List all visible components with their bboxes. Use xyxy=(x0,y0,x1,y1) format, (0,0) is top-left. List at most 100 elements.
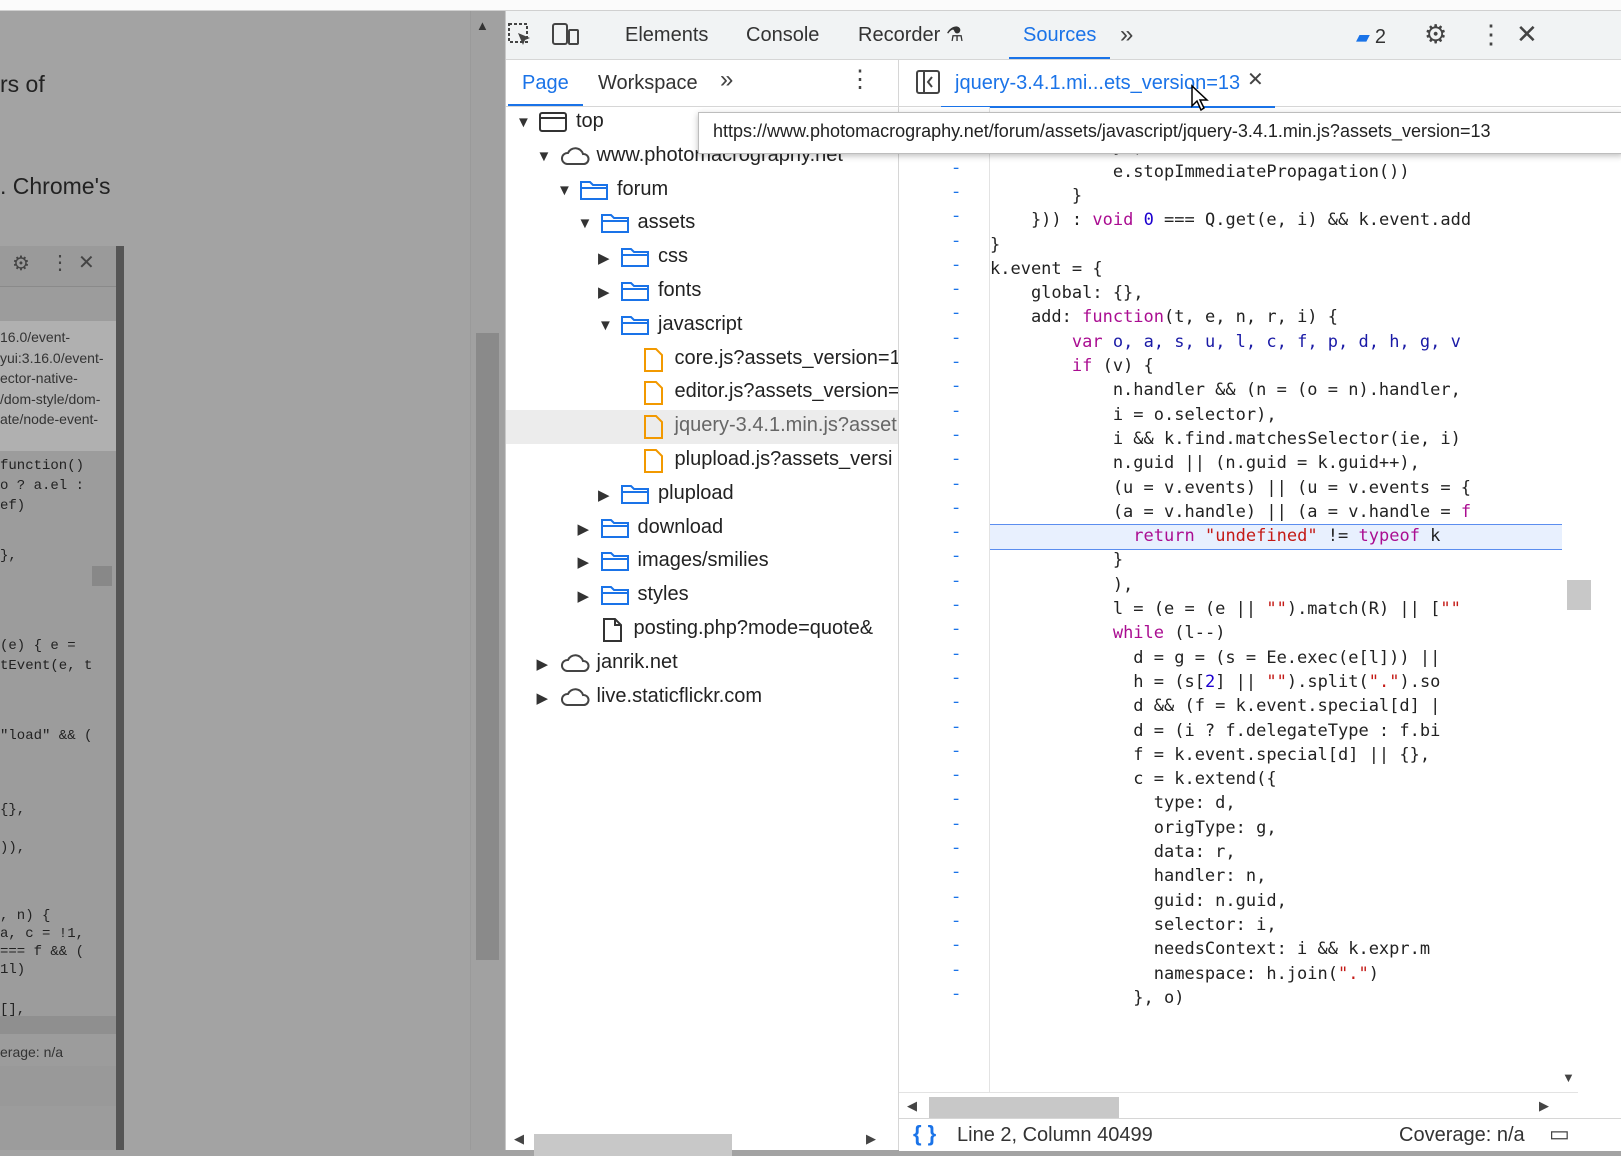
tree-item[interactable]: posting.php?mode=quote& xyxy=(506,613,898,647)
code-line[interactable]: selector: i, xyxy=(990,914,1277,935)
line-number-dash[interactable]: - xyxy=(951,742,962,762)
code-line[interactable]: d = g = (s = Ee.exec(e[l])) || xyxy=(990,647,1441,668)
device-toolbar-icon[interactable] xyxy=(550,21,580,54)
coverage-status[interactable]: Coverage: n/a xyxy=(1399,1124,1525,1146)
issues-badge[interactable]: ▰ 2 xyxy=(1356,27,1386,47)
code-line[interactable]: global: {}, xyxy=(990,283,1144,304)
close-tab-icon[interactable]: ✕ xyxy=(1247,69,1264,91)
line-number-dash[interactable]: - xyxy=(951,426,962,446)
tree-item[interactable]: plupload.js?assets_versi xyxy=(506,444,898,478)
code-line[interactable]: add: function(t, e, n, r, i) { xyxy=(990,307,1339,328)
code-line[interactable]: }, o) xyxy=(990,987,1185,1008)
mini-scroll-thumb[interactable] xyxy=(92,566,112,586)
tree-item[interactable]: editor.js?assets_version= xyxy=(506,376,898,410)
mini-devtools-divider[interactable] xyxy=(116,246,124,1150)
line-number-dash[interactable]: - xyxy=(951,524,962,544)
code-line[interactable]: } xyxy=(990,550,1124,571)
line-number-dash[interactable]: - xyxy=(951,767,962,787)
tab-elements[interactable]: Elements xyxy=(625,24,709,46)
collapsed-triangle-icon[interactable]: ▶ xyxy=(577,554,590,572)
code-line[interactable]: guid: n.guid, xyxy=(990,890,1287,911)
code-line[interactable]: d = (i ? f.delegateType : f.bi xyxy=(990,720,1441,741)
expanded-triangle-icon[interactable]: ▼ xyxy=(557,181,572,199)
tree-item[interactable]: ▼top xyxy=(506,106,898,140)
gear-icon[interactable]: ⚙ xyxy=(12,253,30,275)
tab-page[interactable]: Page xyxy=(508,60,583,106)
tree-item[interactable]: ▶live.staticflickr.com xyxy=(506,681,898,715)
tree-item[interactable]: ▶styles xyxy=(506,579,898,613)
more-tabs-chevron-icon[interactable]: » xyxy=(1120,21,1134,48)
line-number-dash[interactable]: - xyxy=(951,864,962,884)
code-line[interactable]: h = (s[2] || "").split(".").so xyxy=(990,671,1441,692)
code-line[interactable]: needsContext: i && k.expr.m xyxy=(990,939,1431,960)
code-line[interactable]: l = (e = (e || "").match(R) || ["" xyxy=(990,599,1461,619)
gear-icon[interactable]: ⚙ xyxy=(1424,19,1448,49)
code-line[interactable]: if (v) { xyxy=(1071,356,1154,376)
expanded-triangle-icon[interactable]: ▼ xyxy=(516,114,531,131)
line-number-dash[interactable]: - xyxy=(951,475,962,495)
code-line[interactable]: i = o.selector), xyxy=(990,404,1277,425)
line-number-dash[interactable]: - xyxy=(951,669,962,689)
line-number-dash[interactable]: - xyxy=(951,402,962,422)
tab-sources[interactable]: Sources xyxy=(1008,11,1111,59)
code-line[interactable]: (a = v.handle) || (a = v.handle = f xyxy=(990,501,1472,522)
line-number-dash[interactable]: - xyxy=(951,183,962,203)
tab-recorder[interactable]: Recorder ⚗ xyxy=(858,11,964,59)
line-number-dash[interactable]: - xyxy=(951,888,962,908)
line-number-dash[interactable]: - xyxy=(951,354,962,373)
collapsed-triangle-icon[interactable]: ▶ xyxy=(536,689,549,707)
code-line[interactable]: } xyxy=(990,234,1001,255)
editor-hscroll-thumb[interactable] xyxy=(929,1097,1119,1119)
collapsed-triangle-icon[interactable]: ▶ xyxy=(598,486,610,504)
line-number-dash[interactable]: - xyxy=(951,937,962,957)
code-line[interactable]: d && (f = k.event.special[d] | xyxy=(990,696,1441,717)
close-icon[interactable]: ✕ xyxy=(78,252,95,274)
line-number-dash[interactable]: - xyxy=(951,159,962,179)
scroll-right-arrow-icon[interactable]: ▶ xyxy=(1539,1098,1549,1113)
code-line[interactable]: var o, a, s, u, l, c, f, p, d, h, g, v xyxy=(1071,331,1461,352)
code-line-highlighted[interactable]: return "undefined" != typeof k xyxy=(990,524,1562,551)
tree-item[interactable]: ▶download xyxy=(506,512,898,546)
code-line[interactable]: n.guid || (n.guid = k.guid++), xyxy=(990,453,1420,474)
pretty-print-icon[interactable]: { } xyxy=(913,1121,937,1146)
close-icon[interactable]: ✕ xyxy=(1516,19,1538,49)
line-number-dash[interactable]: - xyxy=(951,281,962,301)
line-number-dash[interactable]: - xyxy=(951,208,962,228)
kebab-menu-icon[interactable]: ⋮ xyxy=(1478,19,1504,49)
line-number-dash[interactable]: - xyxy=(951,718,962,738)
code-line[interactable]: while (l--) xyxy=(1112,623,1226,644)
line-number-dash[interactable]: - xyxy=(951,256,962,276)
navigator-hscroll-thumb[interactable] xyxy=(534,1134,732,1156)
tree-item[interactable]: ▼forum xyxy=(506,174,898,208)
code-line[interactable]: e.stopImmediatePropagation()) xyxy=(990,161,1410,182)
toggle-navigator-icon[interactable] xyxy=(915,69,941,100)
mini-hscrollbar[interactable] xyxy=(0,1016,116,1034)
line-number-dash[interactable]: - xyxy=(951,815,962,835)
line-number-dash[interactable]: - xyxy=(951,378,962,398)
drawer-toggle-icon[interactable]: ▭ xyxy=(1549,1121,1570,1146)
code-line[interactable]: k.event = { xyxy=(990,258,1103,279)
collapsed-triangle-icon[interactable]: ▶ xyxy=(577,588,590,606)
line-number-dash[interactable]: - xyxy=(951,305,962,325)
inspect-element-icon[interactable] xyxy=(506,21,534,54)
scroll-up-arrow-icon[interactable]: ▲ xyxy=(476,18,489,33)
line-number-dash[interactable]: - xyxy=(951,329,962,349)
expanded-triangle-icon[interactable]: ▼ xyxy=(577,215,593,233)
code-content[interactable]: value: k.event.trigger(k.e }), e.stopImm… xyxy=(990,107,1562,1092)
line-number-gutter[interactable]: ------------------------------------- xyxy=(899,107,990,1092)
collapsed-triangle-icon[interactable]: ▶ xyxy=(598,250,610,268)
line-number-dash[interactable]: - xyxy=(951,499,962,519)
line-number-dash[interactable]: - xyxy=(951,597,962,616)
line-number-dash[interactable]: - xyxy=(951,548,962,568)
scroll-down-arrow-icon[interactable]: ▼ xyxy=(1562,1070,1575,1085)
collapsed-triangle-icon[interactable]: ▶ xyxy=(577,520,590,538)
line-number-dash[interactable]: - xyxy=(951,232,962,252)
tree-item[interactable]: ▶images/smilies xyxy=(506,545,898,579)
line-number-dash[interactable]: - xyxy=(951,985,962,1005)
tree-item[interactable]: ▶fonts xyxy=(506,275,898,309)
code-line[interactable]: i && k.find.matchesSelector(ie, i) xyxy=(990,428,1461,449)
line-number-dash[interactable]: - xyxy=(951,791,962,811)
code-line[interactable]: c = k.extend({ xyxy=(990,769,1277,790)
line-number-dash[interactable]: - xyxy=(951,621,962,641)
line-number-dash[interactable]: - xyxy=(951,572,962,592)
